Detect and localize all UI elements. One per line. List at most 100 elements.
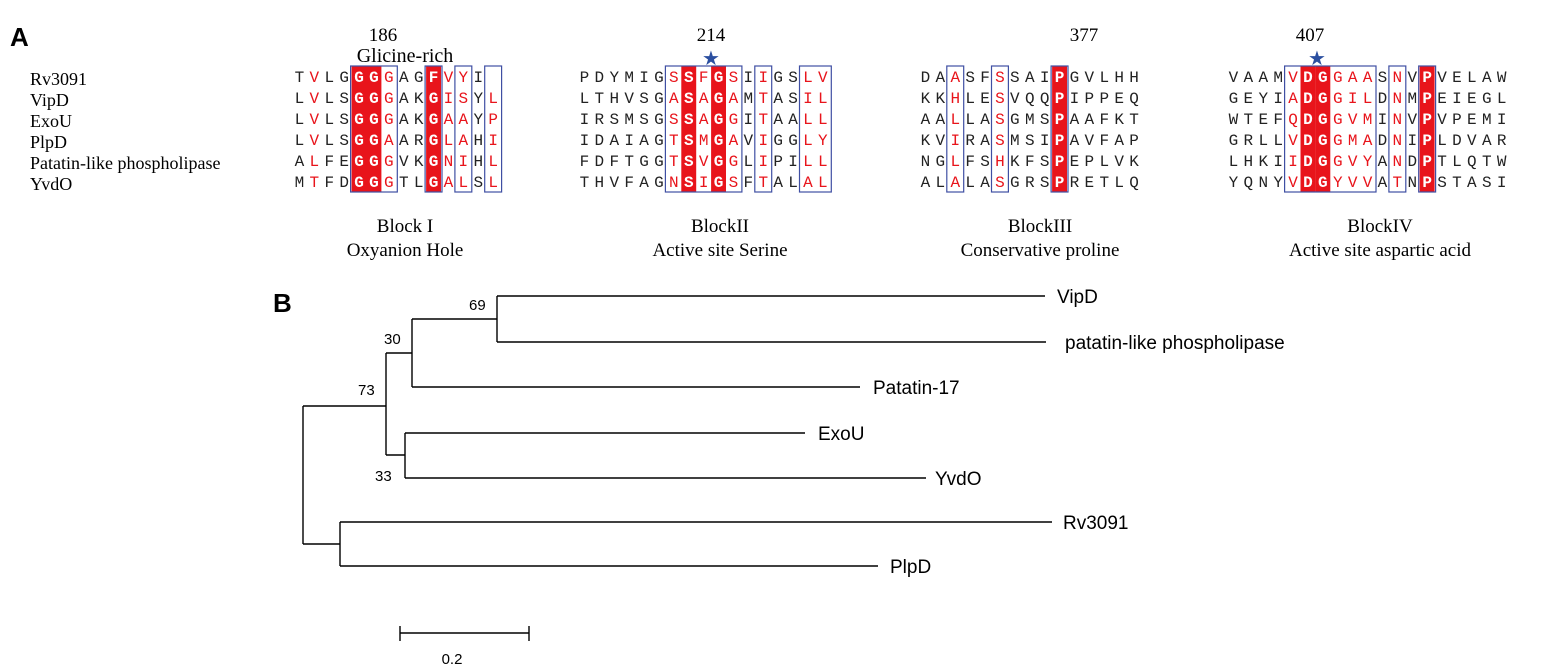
residue: L	[950, 111, 960, 129]
bootstrap-value: 33	[375, 468, 392, 485]
similarity-box	[484, 65, 503, 193]
residue: L	[965, 174, 975, 192]
residue: V	[1010, 90, 1020, 108]
glycine-rich-label: Glicine-rich	[356, 45, 454, 67]
residue: L	[414, 174, 424, 192]
residue: W	[1229, 111, 1239, 129]
residue: H	[950, 90, 960, 108]
residue: G	[729, 111, 739, 129]
residue: S	[669, 111, 679, 129]
block-subtitle: Active site aspartic acid	[1288, 240, 1471, 261]
residue: S	[339, 90, 349, 108]
leaf-label: VipD	[1057, 287, 1098, 308]
residue: L	[295, 111, 305, 129]
residue: G	[788, 132, 798, 150]
residue: G	[773, 132, 783, 150]
residue: G	[429, 90, 439, 108]
residue: T	[669, 132, 679, 150]
species-name: PlpD	[30, 132, 68, 152]
residue: S	[669, 69, 679, 87]
residue: A	[384, 132, 394, 150]
residue: Q	[1244, 174, 1254, 192]
residue: T	[1393, 174, 1403, 192]
residue: N	[1393, 111, 1403, 129]
residue: I	[1070, 90, 1080, 108]
residue: A	[699, 90, 709, 108]
residue: V	[1348, 111, 1358, 129]
similarity-box	[1418, 65, 1437, 193]
residue: K	[1258, 153, 1268, 171]
residue: N	[1407, 174, 1417, 192]
residue: D	[1378, 90, 1388, 108]
residue: S	[1437, 174, 1447, 192]
residue: A	[773, 90, 783, 108]
residue: A	[669, 90, 679, 108]
residue: A	[788, 111, 798, 129]
residue: G	[654, 69, 664, 87]
residue: L	[1099, 153, 1109, 171]
residue: L	[1452, 153, 1462, 171]
residue: G	[1318, 132, 1328, 150]
residue: D	[1407, 153, 1417, 171]
residue: I	[1497, 111, 1507, 129]
residue: L	[1363, 90, 1373, 108]
scale-bar-label: 0.2	[442, 651, 463, 668]
residue: L	[488, 153, 498, 171]
residue: I	[580, 132, 590, 150]
residue: G	[1010, 111, 1020, 129]
residue: Y	[1258, 90, 1268, 108]
residue: V	[1288, 132, 1298, 150]
residue: V	[1348, 174, 1358, 192]
residue: I	[1452, 90, 1462, 108]
residue: L	[803, 111, 813, 129]
residue: Q	[1129, 90, 1139, 108]
species-name: Rv3091	[30, 69, 88, 89]
residue: G	[369, 174, 379, 192]
residue: T	[624, 153, 634, 171]
residue: S	[684, 132, 694, 150]
residue: L	[1099, 69, 1109, 87]
block-subtitle: Conservative proline	[960, 240, 1120, 261]
residue: P	[488, 111, 498, 129]
residue: D	[1378, 132, 1388, 150]
species-name: VipD	[30, 90, 69, 110]
residue: P	[1055, 90, 1065, 108]
residue: L	[965, 111, 975, 129]
residue: M	[295, 174, 305, 192]
residue: W	[1497, 69, 1507, 87]
residue: G	[1318, 90, 1328, 108]
residue: D	[1303, 174, 1313, 192]
residue: V	[624, 90, 634, 108]
residue: G	[714, 132, 724, 150]
residue: V	[744, 132, 754, 150]
similarity-box	[664, 65, 743, 193]
residue: L	[324, 132, 334, 150]
residue: A	[1025, 69, 1035, 87]
similarity-box	[1283, 65, 1377, 193]
residue: S	[788, 90, 798, 108]
residue: D	[1303, 111, 1313, 129]
residue: L	[1437, 132, 1447, 150]
leaf-label: patatin-like phospholipase	[1065, 333, 1285, 354]
residue: G	[414, 69, 424, 87]
residue: Y	[609, 69, 619, 87]
block-title: Block I	[376, 216, 434, 237]
residue: L	[444, 132, 454, 150]
residue: M	[1407, 90, 1417, 108]
species-name: Patatin-like phospholipase	[30, 153, 221, 173]
block-title: BlockIII	[1007, 216, 1073, 237]
residue: Y	[1273, 174, 1283, 192]
residue: S	[1040, 153, 1050, 171]
residue: M	[1010, 132, 1020, 150]
residue: L	[310, 153, 320, 171]
residue: Y	[1333, 174, 1343, 192]
residue: G	[354, 174, 364, 192]
similarity-box	[754, 65, 773, 193]
residue: N	[1393, 153, 1403, 171]
residue: K	[1114, 111, 1124, 129]
residue: A	[459, 132, 469, 150]
residue: E	[980, 90, 990, 108]
residue: F	[980, 69, 990, 87]
residue: L	[324, 90, 334, 108]
residue: G	[1482, 90, 1492, 108]
